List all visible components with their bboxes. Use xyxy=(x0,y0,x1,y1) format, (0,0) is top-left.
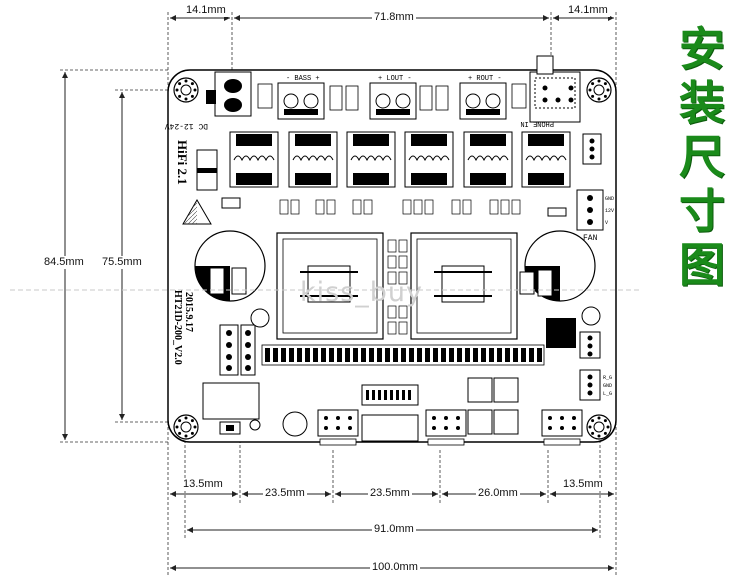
dim-left-outer: 84.5mm xyxy=(44,256,84,269)
silkscreen-text: - BASS + + LOUT - + ROUT - PHONE IN DC 1… xyxy=(165,75,614,397)
mounting-holes xyxy=(173,77,612,440)
left-components xyxy=(182,149,241,225)
fan-label: FAN xyxy=(583,234,598,243)
dim-top-mid: 71.8mm xyxy=(372,11,416,24)
right-pin-3: L_G xyxy=(603,391,612,397)
dim-left-inner: 75.5mm xyxy=(102,256,142,269)
small-components-mid xyxy=(279,199,521,215)
date-label: 2015.9.17 xyxy=(183,292,194,332)
phone-in-label: PHONE IN xyxy=(520,119,554,127)
inductor-row xyxy=(229,131,571,188)
right-pin-1: R_G xyxy=(603,375,612,381)
title-char-3: 尺 xyxy=(679,130,725,184)
dim-bottom-seg4: 26.0mm xyxy=(476,487,520,500)
phone-in-jack xyxy=(529,55,581,123)
terminal-blocks xyxy=(277,82,507,120)
model-label: HT21D-200_V2.0 xyxy=(172,290,183,365)
dim-bottom-seg2: 23.5mm xyxy=(263,487,307,500)
terminal-label-lout: + LOUT - xyxy=(378,75,412,83)
right-pin-2: GND xyxy=(603,383,612,389)
fan-pin-2: 12V xyxy=(605,208,614,214)
terminal-label-bass: - BASS + xyxy=(286,75,320,83)
small-caps-top xyxy=(257,83,527,111)
power-label: DC 12-24V xyxy=(165,121,208,130)
hifi-label: HiFi 2.1 xyxy=(175,140,190,185)
dim-bottom-seg1: 13.5mm xyxy=(181,478,225,491)
bottom-components xyxy=(202,308,583,446)
large-capacitors xyxy=(194,230,596,302)
dim-bottom-seg5: 13.5mm xyxy=(561,478,605,491)
dim-top-left: 14.1mm xyxy=(184,4,228,17)
title-char-2: 装 xyxy=(679,76,725,130)
terminal-label-rout: + ROUT - xyxy=(468,75,502,83)
dim-bottom-seg3: 23.5mm xyxy=(368,487,412,500)
dc-jack xyxy=(206,71,252,117)
fan-pin-3: V xyxy=(605,220,608,226)
title-char-1: 安 xyxy=(679,22,725,76)
right-components xyxy=(546,133,604,401)
center-column xyxy=(387,239,408,335)
amplifier-chips xyxy=(276,232,518,340)
dim-bottom-inner: 91.0mm xyxy=(372,523,416,536)
watermark-text: kiss_buy xyxy=(300,277,424,308)
dim-top-right: 14.1mm xyxy=(566,4,610,17)
title-char-4: 寸 xyxy=(679,184,725,238)
title-char-5: 图 xyxy=(679,238,725,292)
dim-bottom-outer: 100.0mm xyxy=(370,561,420,574)
installation-dimension-title: 安 装 尺 寸 图 xyxy=(672,22,732,292)
fan-pin-1: GND xyxy=(605,196,614,202)
resistor-strip xyxy=(261,344,545,366)
